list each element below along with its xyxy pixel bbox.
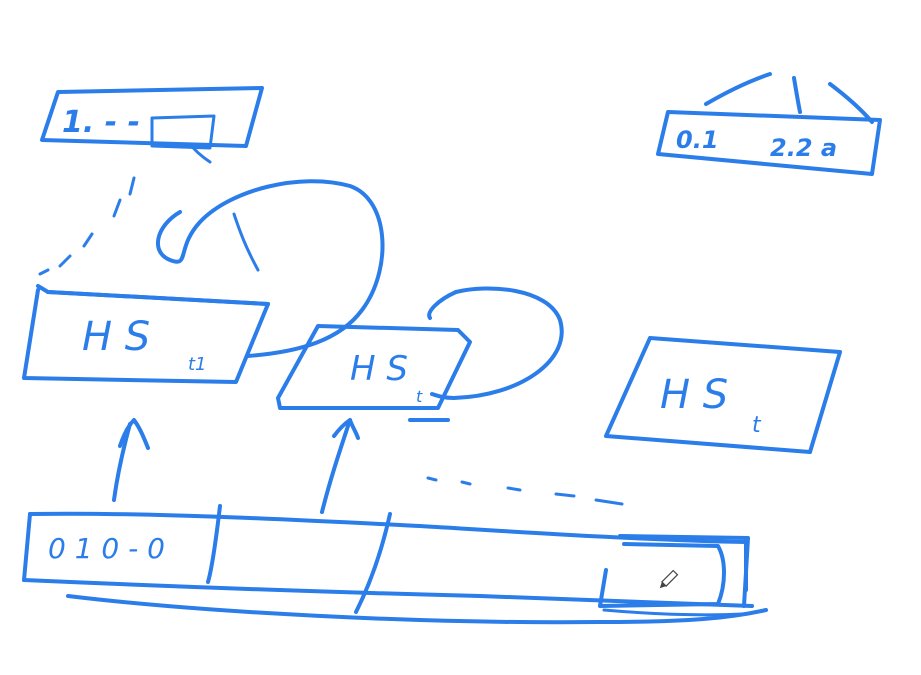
hs-box-right — [604, 336, 842, 454]
connector-dashes-top-left — [38, 176, 260, 276]
hs-box-left — [22, 284, 270, 384]
bottom-right-box — [598, 534, 750, 617]
up-arrow-middle — [320, 418, 360, 514]
hs-middle-subscript: t — [416, 387, 423, 406]
hs-left-label: H S — [82, 314, 150, 360]
hs-box-middle — [276, 324, 472, 410]
top-right-box — [656, 72, 882, 176]
loop-arrow-middle — [408, 286, 564, 422]
top-left-box — [40, 86, 264, 164]
hs-left-subscript: t1 — [188, 354, 207, 375]
up-arrow-left — [112, 418, 150, 502]
top-left-box-label: 1. - - — [62, 105, 140, 140]
top-right-box-label-b: 2.2 a — [770, 134, 837, 162]
bottom-first-cell-label: 0 1 0 - 0 — [48, 532, 165, 565]
hs-middle-label: H S — [350, 349, 408, 389]
labels: 1. - - 0.1 2.2 a H S t1 H S t H S t 0 1 … — [48, 105, 837, 565]
pencil-cursor-icon — [659, 569, 679, 589]
top-right-box-label-a: 0.1 — [676, 126, 719, 154]
connector-dashes-bottom — [426, 476, 624, 506]
hs-right-label: H S — [660, 372, 728, 418]
hs-right-subscript: t — [752, 413, 762, 438]
loop-arrow-left — [156, 179, 385, 358]
